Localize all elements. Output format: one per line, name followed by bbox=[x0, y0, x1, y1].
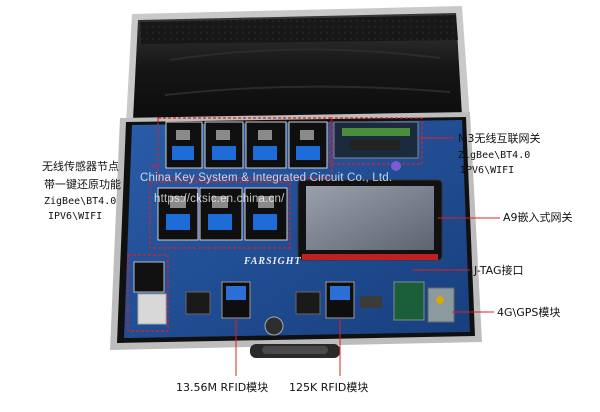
main-board bbox=[124, 120, 470, 338]
leader-lines bbox=[150, 137, 500, 376]
label-m3-title: M3无线互联网关 bbox=[458, 132, 541, 145]
case-lid bbox=[126, 6, 470, 124]
label-4g-gps: 4G\GPS模块 bbox=[497, 306, 561, 319]
label-sensor-node-proto2: IPV6\WIFI bbox=[48, 211, 103, 222]
label-m3-proto1: ZigBee\BT4.0 bbox=[458, 150, 531, 161]
rfid-modules bbox=[185, 281, 355, 319]
label-m3-proto2: IPV6\WIFI bbox=[460, 165, 515, 176]
watermark-url: https://cksic.en.china.cn/ bbox=[154, 193, 285, 205]
label-rfid-1356: 13.56M RFID模块 bbox=[176, 381, 269, 394]
watermark-company: China Key System & Integrated Circuit Co… bbox=[140, 172, 393, 184]
label-sensor-node-proto1: ZigBee\BT4.0 bbox=[44, 196, 117, 207]
a9-gateway-screen bbox=[297, 179, 443, 261]
label-sensor-node-sub: 带一键还原功能 bbox=[44, 178, 121, 191]
label-jtag: J-TAG接口 bbox=[474, 264, 524, 277]
annotation-boxes bbox=[127, 117, 423, 332]
label-a9-gateway: A9嵌入式网关 bbox=[503, 211, 573, 224]
board-brand: FARSIGHT bbox=[244, 256, 302, 267]
jtag-gps-modules bbox=[360, 281, 455, 323]
m3-gateway-board bbox=[333, 121, 419, 171]
label-sensor-node-title: 无线传感器节点 bbox=[42, 160, 119, 173]
label-rfid-125k: 125K RFID模块 bbox=[289, 381, 369, 394]
sensor-node-left bbox=[133, 261, 167, 325]
sensor-node-grid bbox=[157, 121, 328, 241]
